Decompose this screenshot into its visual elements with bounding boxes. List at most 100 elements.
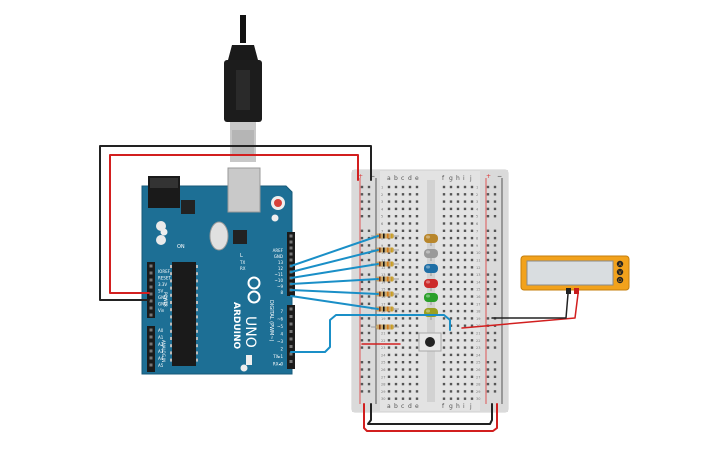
breadboard-hole[interactable]: [387, 361, 391, 364]
rail-hole[interactable]: [493, 258, 497, 262]
breadboard-hole[interactable]: [394, 244, 398, 247]
breadboard-hole[interactable]: [415, 295, 419, 298]
breadboard-hole[interactable]: [463, 207, 467, 211]
breadboard-hole[interactable]: [394, 251, 398, 254]
breadboard-hole[interactable]: [463, 302, 467, 305]
breadboard-hole[interactable]: [456, 229, 460, 232]
breadboard-hole[interactable]: [415, 353, 419, 357]
breadboard-hole[interactable]: [387, 185, 391, 189]
rail-hole[interactable]: [360, 288, 364, 291]
breadboard-hole[interactable]: [442, 280, 446, 284]
header-pin[interactable]: [149, 306, 153, 310]
header-pin[interactable]: [289, 360, 293, 363]
breadboard-hole[interactable]: [470, 375, 474, 378]
header-pin[interactable]: [149, 335, 153, 339]
breadboard-hole[interactable]: [449, 258, 453, 262]
breadboard-hole[interactable]: [394, 200, 398, 203]
breadboard-hole[interactable]: [387, 346, 391, 349]
breadboard-hole[interactable]: [449, 397, 453, 400]
rail-hole[interactable]: [367, 331, 371, 335]
arduino-board[interactable]: ARDUINO UNO DIGITAL (PWM~) POWER ANALOG …: [141, 167, 295, 375]
header-pin[interactable]: [289, 307, 293, 311]
breadboard-hole[interactable]: [463, 295, 467, 298]
rail-hole[interactable]: [493, 273, 497, 276]
breadboard-hole[interactable]: [449, 390, 453, 393]
header-pin[interactable]: [149, 363, 153, 367]
rail-hole[interactable]: [367, 324, 371, 327]
usb-cable[interactable]: [224, 15, 262, 162]
breadboard-hole[interactable]: [408, 382, 412, 386]
breadboard-hole[interactable]: [408, 251, 412, 254]
breadboard-hole[interactable]: [401, 302, 405, 305]
breadboard-hole[interactable]: [463, 397, 467, 400]
header-pin[interactable]: [149, 264, 153, 268]
breadboard-hole[interactable]: [456, 382, 460, 386]
breadboard-hole[interactable]: [408, 339, 412, 342]
rail-hole[interactable]: [360, 346, 364, 349]
breadboard-hole[interactable]: [442, 353, 446, 357]
breadboard-hole[interactable]: [470, 331, 474, 335]
breadboard-hole[interactable]: [449, 222, 453, 225]
breadboard-hole[interactable]: [456, 353, 460, 357]
breadboard-hole[interactable]: [394, 273, 398, 276]
breadboard-hole[interactable]: [408, 193, 412, 196]
rail-hole[interactable]: [360, 368, 364, 371]
rail-hole[interactable]: [360, 244, 364, 247]
rail-hole[interactable]: [486, 207, 490, 211]
breadboard-hole[interactable]: [449, 361, 453, 364]
breadboard-hole[interactable]: [401, 346, 405, 349]
rail-hole[interactable]: [360, 331, 364, 335]
header-pin[interactable]: [289, 345, 293, 348]
breadboard-hole[interactable]: [415, 324, 419, 327]
breadboard-hole[interactable]: [408, 317, 412, 320]
breadboard-hole[interactable]: [387, 302, 391, 305]
breadboard-hole[interactable]: [470, 251, 474, 254]
rail-hole[interactable]: [367, 317, 371, 320]
breadboard-hole[interactable]: [401, 361, 405, 364]
breadboard-hole[interactable]: [387, 244, 391, 247]
breadboard-hole[interactable]: [415, 200, 419, 203]
meter-terminal[interactable]: [616, 276, 624, 284]
multimeter[interactable]: AVΩ: [520, 255, 630, 294]
breadboard-hole[interactable]: [408, 244, 412, 247]
breadboard-hole[interactable]: [415, 302, 419, 305]
rail-hole[interactable]: [486, 295, 490, 298]
breadboard-hole[interactable]: [470, 339, 474, 342]
breadboard-hole[interactable]: [470, 266, 474, 269]
breadboard-hole[interactable]: [394, 331, 398, 335]
rail-hole[interactable]: [360, 229, 364, 232]
breadboard-hole[interactable]: [408, 273, 412, 276]
breadboard-hole[interactable]: [401, 382, 405, 386]
breadboard-hole[interactable]: [415, 229, 419, 232]
rail-hole[interactable]: [367, 193, 371, 196]
breadboard-hole[interactable]: [401, 331, 405, 335]
breadboard-hole[interactable]: [470, 273, 474, 276]
breadboard-hole[interactable]: [449, 244, 453, 247]
breadboard-hole[interactable]: [394, 397, 398, 400]
breadboard-hole[interactable]: [394, 302, 398, 305]
breadboard-hole[interactable]: [470, 280, 474, 284]
rail-hole[interactable]: [486, 382, 490, 386]
breadboard-hole[interactable]: [401, 251, 405, 254]
rail-hole[interactable]: [486, 317, 490, 320]
power-header[interactable]: [147, 262, 155, 318]
breadboard-hole[interactable]: [415, 207, 419, 211]
breadboard-hole[interactable]: [449, 236, 453, 240]
breadboard-hole[interactable]: [387, 288, 391, 291]
rail-hole[interactable]: [493, 361, 497, 364]
breadboard-hole[interactable]: [408, 331, 412, 335]
breadboard-hole[interactable]: [401, 390, 405, 393]
rail-hole[interactable]: [367, 302, 371, 305]
breadboard-hole[interactable]: [456, 222, 460, 225]
breadboard-hole[interactable]: [463, 185, 467, 189]
breadboard-hole[interactable]: [387, 317, 391, 320]
breadboard-hole[interactable]: [408, 346, 412, 349]
breadboard-hole[interactable]: [415, 280, 419, 284]
rail-hole[interactable]: [360, 215, 364, 218]
breadboard-hole[interactable]: [442, 346, 446, 349]
rail-hole[interactable]: [493, 302, 497, 305]
breadboard-hole[interactable]: [463, 324, 467, 327]
breadboard-hole[interactable]: [408, 375, 412, 378]
rail-hole[interactable]: [493, 244, 497, 247]
breadboard-hole[interactable]: [470, 244, 474, 247]
